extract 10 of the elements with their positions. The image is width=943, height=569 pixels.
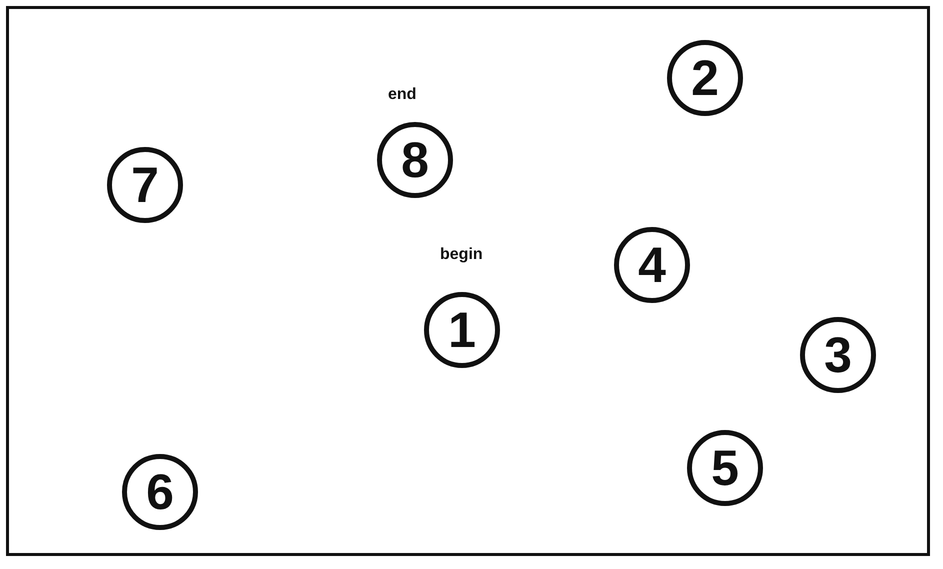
node-caption: end <box>388 86 416 104</box>
node-caption: begin <box>440 246 483 264</box>
node-number: 2 <box>691 53 719 103</box>
node-number: 7 <box>131 160 159 210</box>
node-number: 4 <box>638 240 666 290</box>
node-number: 5 <box>711 443 739 493</box>
node-number: 8 <box>401 135 429 185</box>
node-number: 1 <box>448 305 476 355</box>
node-number: 6 <box>146 467 174 517</box>
node-number: 3 <box>824 330 852 380</box>
